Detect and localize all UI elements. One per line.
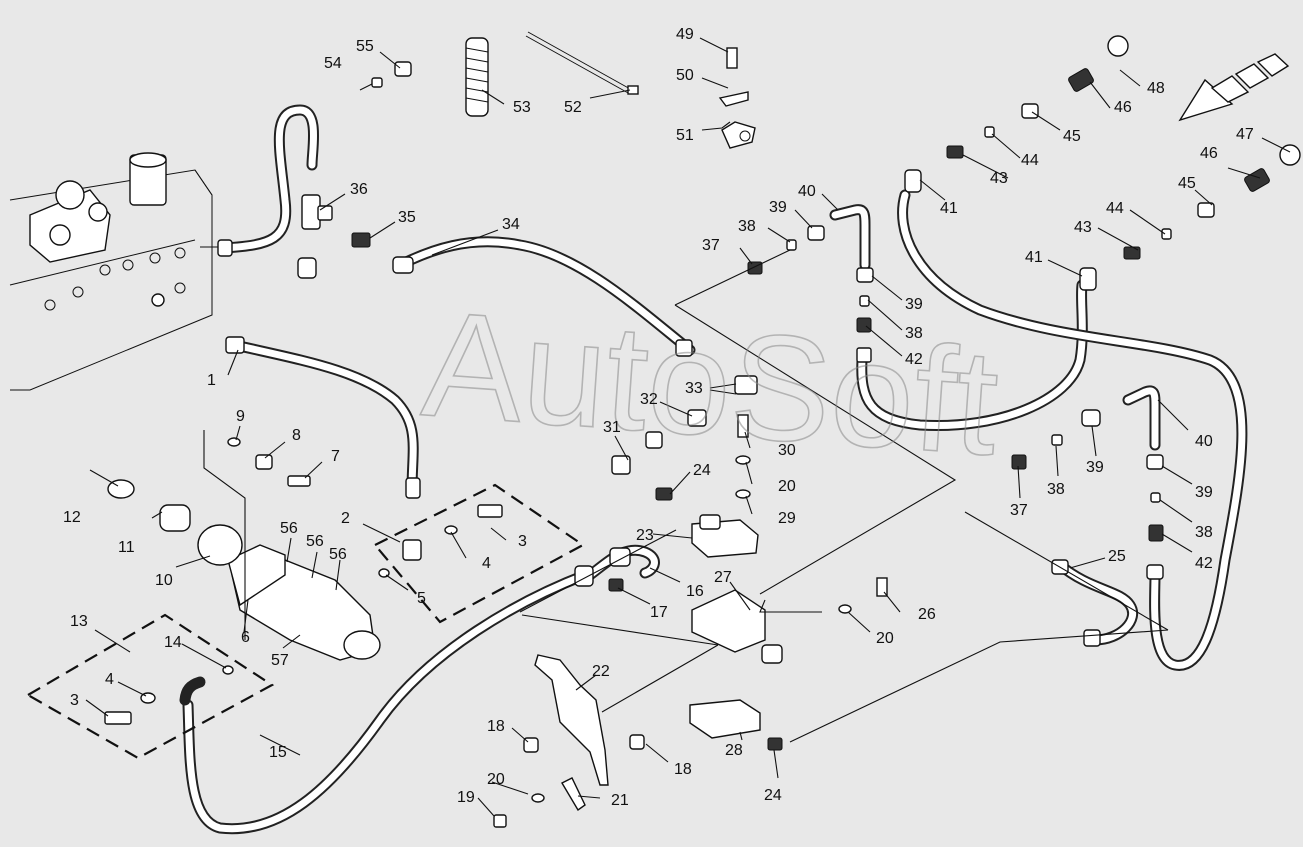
- callout-56: 56: [329, 546, 347, 563]
- callout-38: 38: [738, 218, 756, 235]
- components: [104, 31, 1301, 828]
- callout-9: 9: [236, 408, 245, 425]
- callout-25: 25: [1108, 548, 1126, 565]
- callout-56: 56: [280, 520, 298, 537]
- callout-40: 40: [798, 183, 816, 200]
- callout-21: 21: [611, 792, 629, 809]
- callout-49: 49: [676, 26, 694, 43]
- group-frames: [25, 483, 586, 760]
- callout-38: 38: [1195, 524, 1213, 541]
- callout-39: 39: [905, 296, 923, 313]
- callout-56: 56: [306, 533, 324, 550]
- callout-51: 51: [676, 127, 694, 144]
- callout-42: 42: [905, 351, 923, 368]
- callout-20: 20: [487, 771, 505, 788]
- callout-55: 55: [356, 38, 374, 55]
- callout-5: 5: [417, 590, 426, 607]
- callout-57: 57: [271, 652, 289, 669]
- callout-20: 20: [876, 630, 894, 647]
- callout-43: 43: [990, 170, 1008, 187]
- callout-46: 46: [1200, 145, 1218, 162]
- callout-22: 22: [592, 663, 610, 680]
- callout-42: 42: [1195, 555, 1213, 572]
- callout-32: 32: [640, 391, 658, 408]
- callout-36: 36: [350, 181, 368, 198]
- callout-40: 40: [1195, 433, 1213, 450]
- callout-29: 29: [778, 510, 796, 527]
- callout-3: 3: [70, 692, 79, 709]
- hydraulic-tank: [9, 152, 213, 391]
- callout-46: 46: [1114, 99, 1132, 116]
- callout-8: 8: [292, 427, 301, 444]
- callout-44: 44: [1021, 152, 1039, 169]
- callout-6: 6: [241, 629, 250, 646]
- callout-15: 15: [269, 744, 287, 761]
- leader-lines: [85, 37, 1291, 817]
- callout-52: 52: [564, 99, 582, 116]
- callout-4: 4: [105, 671, 114, 688]
- callout-10: 10: [155, 572, 173, 589]
- callout-38: 38: [905, 325, 923, 342]
- watermark-text: AutoSoft: [418, 279, 1004, 487]
- callout-3: 3: [518, 533, 527, 550]
- callout-4: 4: [482, 555, 491, 572]
- callout-23: 23: [636, 527, 654, 544]
- callout-19: 19: [457, 789, 475, 806]
- callout-45: 45: [1063, 128, 1081, 145]
- callout-24: 24: [693, 462, 711, 479]
- callout-37: 37: [702, 237, 720, 254]
- callout-7: 7: [331, 448, 340, 465]
- callout-35: 35: [398, 209, 416, 226]
- callout-37: 37: [1010, 502, 1028, 519]
- direction-arrow-icon: [1178, 53, 1290, 122]
- callout-48: 48: [1147, 80, 1165, 97]
- callout-41: 41: [940, 200, 958, 217]
- callout-16: 16: [686, 583, 704, 600]
- callout-18: 18: [487, 718, 505, 735]
- callout-12: 12: [63, 509, 81, 526]
- callout-14: 14: [164, 634, 182, 651]
- callout-13: 13: [70, 613, 88, 630]
- callout-50: 50: [676, 67, 694, 84]
- callout-11: 11: [118, 539, 135, 556]
- callout-38: 38: [1047, 481, 1065, 498]
- callout-26: 26: [918, 606, 936, 623]
- callout-44: 44: [1106, 200, 1124, 217]
- callout-39: 39: [769, 199, 787, 216]
- callout-54: 54: [324, 55, 342, 72]
- callout-41: 41: [1025, 249, 1043, 266]
- callout-17: 17: [650, 604, 668, 621]
- callout-labels: 55 54 53 52 49 50 51 48 46 45 44 43 47 4…: [63, 26, 1254, 809]
- callout-39: 39: [1195, 484, 1213, 501]
- callout-33: 33: [685, 380, 703, 397]
- callout-18: 18: [674, 761, 692, 778]
- callout-24: 24: [764, 787, 782, 804]
- callout-20: 20: [778, 478, 796, 495]
- callout-47: 47: [1236, 126, 1254, 143]
- callout-1: 1: [207, 372, 216, 389]
- callout-43: 43: [1074, 219, 1092, 236]
- callout-28: 28: [725, 742, 743, 759]
- hoses: [179, 104, 1248, 835]
- callout-27: 27: [714, 569, 732, 586]
- callout-34: 34: [502, 216, 520, 233]
- callout-45: 45: [1178, 175, 1196, 192]
- callout-2: 2: [341, 510, 350, 527]
- callout-39: 39: [1086, 459, 1104, 476]
- callout-53: 53: [513, 99, 531, 116]
- callout-30: 30: [778, 442, 796, 459]
- callout-31: 31: [603, 419, 621, 436]
